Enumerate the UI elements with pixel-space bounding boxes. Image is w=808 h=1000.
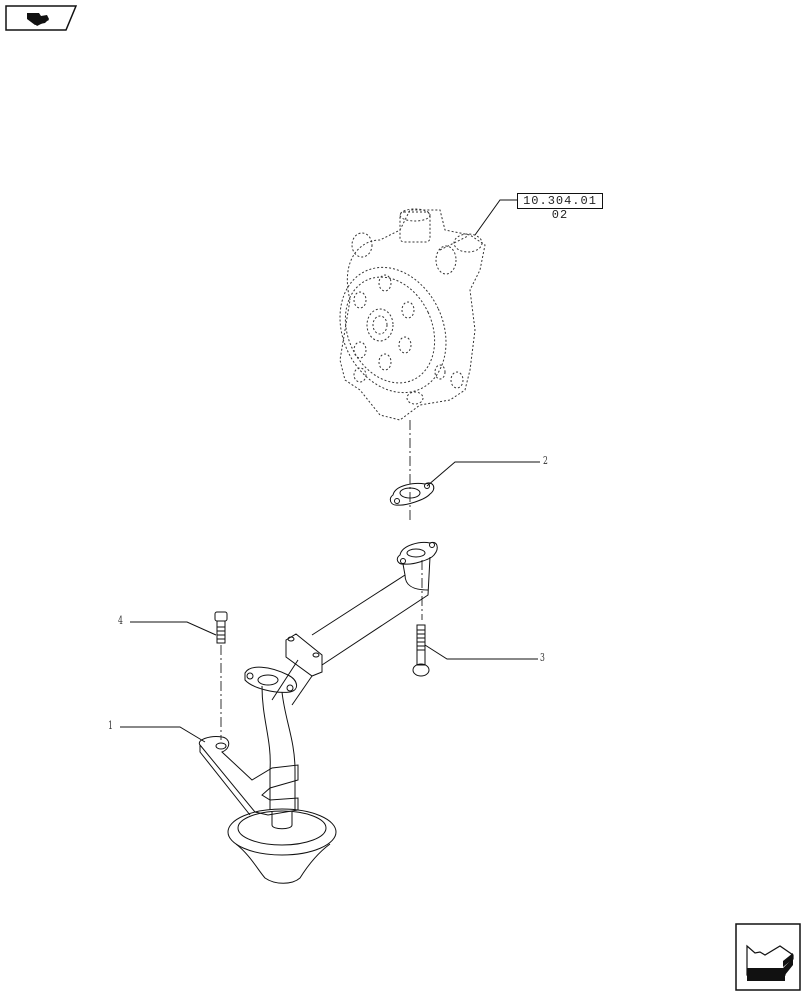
bracket	[198, 736, 299, 816]
reference-label[interactable]: 10.304.01 02	[517, 193, 603, 222]
callout-1: 1	[108, 719, 113, 732]
leader-1	[120, 726, 206, 743]
gasket	[389, 482, 435, 506]
leader-3	[424, 644, 538, 660]
callout-4: 4	[118, 614, 123, 627]
oil-pump-phantom	[339, 208, 486, 421]
bolt-3	[412, 624, 430, 677]
leader-2	[426, 461, 540, 487]
bolt-4	[214, 611, 228, 644]
leader-4	[130, 621, 217, 636]
suction-pipe	[244, 541, 438, 810]
callout-2: 2	[543, 454, 548, 467]
callout-3: 3	[540, 651, 545, 664]
back-arrow-icon	[735, 923, 801, 991]
book-page-icon	[5, 5, 77, 31]
strainer	[227, 808, 337, 884]
reference-leader	[474, 199, 517, 236]
